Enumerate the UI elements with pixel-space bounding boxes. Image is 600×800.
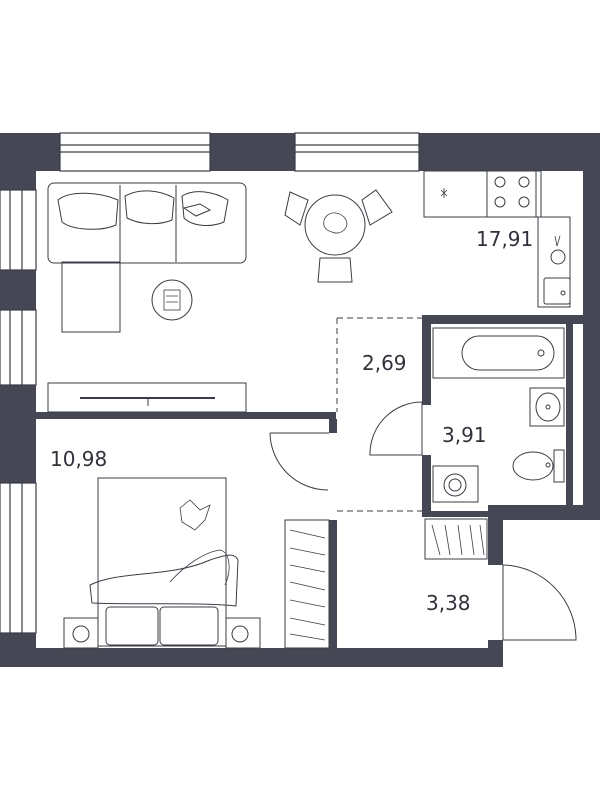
bathroom-door xyxy=(369,401,423,456)
area-labels: 17,91 2,69 3,91 10,98 3,38 xyxy=(50,227,533,615)
nightstand-left-icon xyxy=(63,617,99,649)
washing-machine-icon xyxy=(432,465,479,503)
bedroom-wardrobe-icon xyxy=(284,519,330,649)
toilet-icon xyxy=(512,449,565,483)
kitchen-counter-icon xyxy=(423,170,571,308)
bathroom-sink-icon xyxy=(529,387,565,427)
room-area-kitchen-living: 17,91 xyxy=(476,227,533,251)
bedroom-door xyxy=(269,432,329,491)
nightstand-right-icon xyxy=(225,617,261,649)
sofa-icon xyxy=(47,182,247,333)
room-area-bathroom: 3,91 xyxy=(442,423,487,447)
windows-top xyxy=(59,132,420,172)
room-area-entrance: 3,38 xyxy=(426,591,471,615)
bathtub-icon xyxy=(432,327,565,379)
doors xyxy=(269,317,577,641)
windows-left xyxy=(0,189,37,634)
room-area-hallway: 2,69 xyxy=(362,351,407,375)
entrance-door xyxy=(502,564,577,641)
coffee-table-icon xyxy=(151,279,193,321)
bed-icon xyxy=(89,477,239,647)
dining-table-icon xyxy=(284,189,393,283)
room-area-bedroom: 10,98 xyxy=(50,447,107,471)
tv-stand-icon xyxy=(47,382,247,413)
furniture xyxy=(47,170,571,649)
wardrobe-icon xyxy=(424,518,488,560)
